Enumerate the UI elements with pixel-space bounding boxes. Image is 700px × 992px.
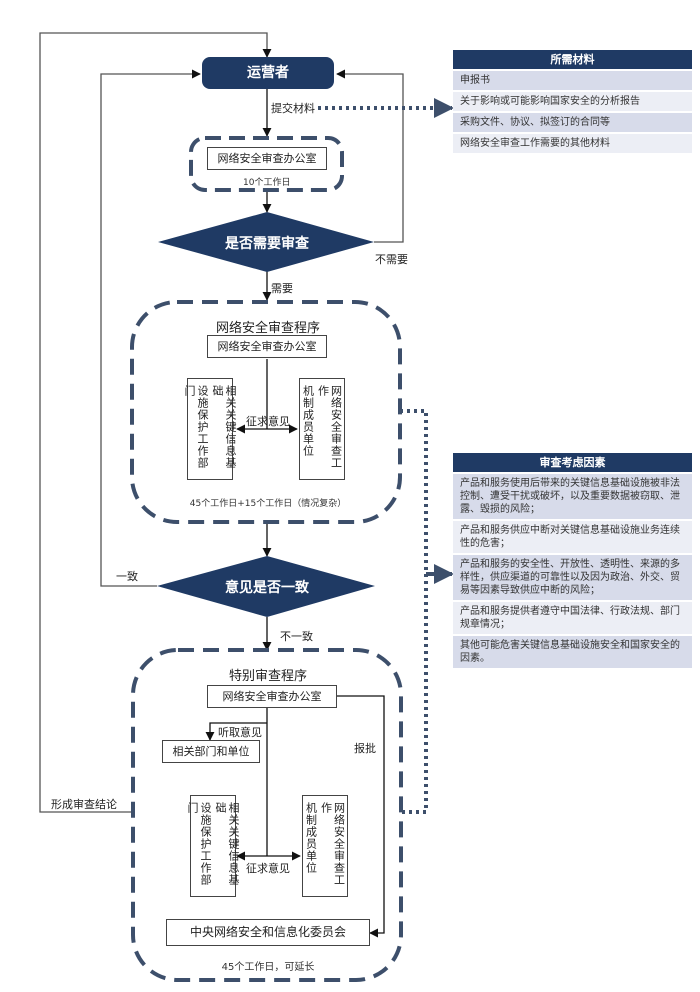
special-duration: 45个工作日，可延长 <box>221 962 315 973</box>
factor-item: 产品和服务提供者遵守中国法律、行政法规、部门规章情况； <box>453 602 692 634</box>
materials-item: 关于影响或可能影响国家安全的分析报告 <box>453 92 692 111</box>
special-consult-label: 征求意见 <box>246 862 290 875</box>
review-left-unit-box[interactable]: 相关关键信息基础 设施保护工作部门 <box>183 378 237 480</box>
factor-item: 产品和服务的安全性、开放性、透明性、来源的多样性，供应渠道的可靠性以及因为政治、… <box>453 555 692 600</box>
special-procedure-dashed-group <box>131 648 403 982</box>
committee-label: 中央网络安全和信息化委员会 <box>189 925 346 939</box>
report-line <box>336 695 385 938</box>
factor-item: 产品和服务使用后带来的关键信息基础设施被非法控制、遭受干扰或破坏，以及重要数据被… <box>453 474 692 519</box>
review-right-unit-col-1: 网络安全审查工作 <box>316 385 343 469</box>
factors-dotted-link <box>400 409 428 814</box>
office-1-label: 网络安全审查办公室 <box>217 152 317 165</box>
decision-1-label: 是否需要审查 <box>225 236 309 252</box>
office-1-box[interactable]: 网络安全审查办公室 <box>207 147 327 170</box>
special-left-unit-box[interactable]: 相关关键信息基础 设施保护工作部门 <box>186 795 240 897</box>
related-units-label: 相关部门和单位 <box>172 745 250 758</box>
consistent-loop-line <box>100 69 201 587</box>
special-right-unit-box[interactable]: 网络安全审查工作 机制成员单位 <box>302 795 348 897</box>
review-consult-label: 征求意见 <box>246 415 290 428</box>
report-approval-label: 报批 <box>354 742 376 755</box>
materials-item: 申报书 <box>453 71 692 90</box>
review-duration: 45个工作日+15个工作日（情况复杂） <box>189 499 347 509</box>
conclusion-loop-line <box>39 32 272 813</box>
decision-1-yes-label: 需要 <box>271 282 293 295</box>
special-procedure-title: 特别审查程序 <box>228 669 307 684</box>
decision-1-no-label: 不需要 <box>375 253 408 266</box>
operator-node[interactable]: 运营者 <box>202 57 334 89</box>
listen-opinions-label: 听取意见 <box>218 726 262 739</box>
listen-line <box>205 722 267 741</box>
factor-item: 产品和服务供应中断对关键信息基础设施业务连续性的危害； <box>453 521 692 553</box>
review-right-unit-col-2: 机制成员单位 <box>301 385 315 457</box>
special-left-unit-col-1: 相关关键信息基础 <box>214 802 240 886</box>
decision-2-yes-label: 一致 <box>116 570 138 583</box>
factors-panel-header: 审查考虑因素 <box>453 453 692 472</box>
operator-label: 运营者 <box>247 65 289 81</box>
materials-item: 采购文件、协议、拟签订的合同等 <box>453 113 692 132</box>
not-needed-loop-line <box>336 69 404 243</box>
review-procedure-title: 网络安全审查程序 <box>215 321 320 336</box>
review-left-unit-col-2: 设施保护工作部门 <box>183 385 209 469</box>
review-left-unit-col-1: 相关关键信息基础 <box>211 385 237 469</box>
review-office-box[interactable]: 网络安全审查办公室 <box>207 335 327 358</box>
special-right-unit-col-1: 网络安全审查工作 <box>319 802 346 886</box>
decision-2-no-label: 不一致 <box>280 630 313 643</box>
factor-item: 其他可能危害关键信息基础设施安全和国家安全的因素。 <box>453 636 692 668</box>
materials-panel: 所需材料 申报书 关于影响或可能影响国家安全的分析报告 采购文件、协议、拟签订的… <box>453 50 692 155</box>
office-1-dashed-group <box>189 136 344 192</box>
review-right-unit-box[interactable]: 网络安全审查工作 机制成员单位 <box>299 378 345 480</box>
review-office-label: 网络安全审查办公室 <box>217 340 317 353</box>
special-office-label: 网络安全审查办公室 <box>222 690 322 703</box>
factors-panel: 审查考虑因素 产品和服务使用后带来的关键信息基础设施被非法控制、遭受干扰或破坏，… <box>453 453 692 670</box>
materials-panel-header: 所需材料 <box>453 50 692 69</box>
decision-2-diamond <box>157 556 375 617</box>
decision-2-label: 意见是否一致 <box>225 580 309 596</box>
special-left-unit-col-2: 设施保护工作部门 <box>186 802 212 886</box>
submit-materials-label: 提交材料 <box>271 102 315 115</box>
committee-box[interactable]: 中央网络安全和信息化委员会 <box>166 919 370 946</box>
decision-1-diamond <box>158 212 374 272</box>
materials-item: 网络安全审查工作需要的其他材料 <box>453 134 692 153</box>
conclusion-label: 形成审查结论 <box>51 798 117 811</box>
related-units-box[interactable]: 相关部门和单位 <box>162 740 260 763</box>
special-right-unit-col-2: 机制成员单位 <box>304 802 318 874</box>
office-1-duration: 10个工作日 <box>243 178 291 188</box>
special-office-box[interactable]: 网络安全审查办公室 <box>207 685 337 708</box>
